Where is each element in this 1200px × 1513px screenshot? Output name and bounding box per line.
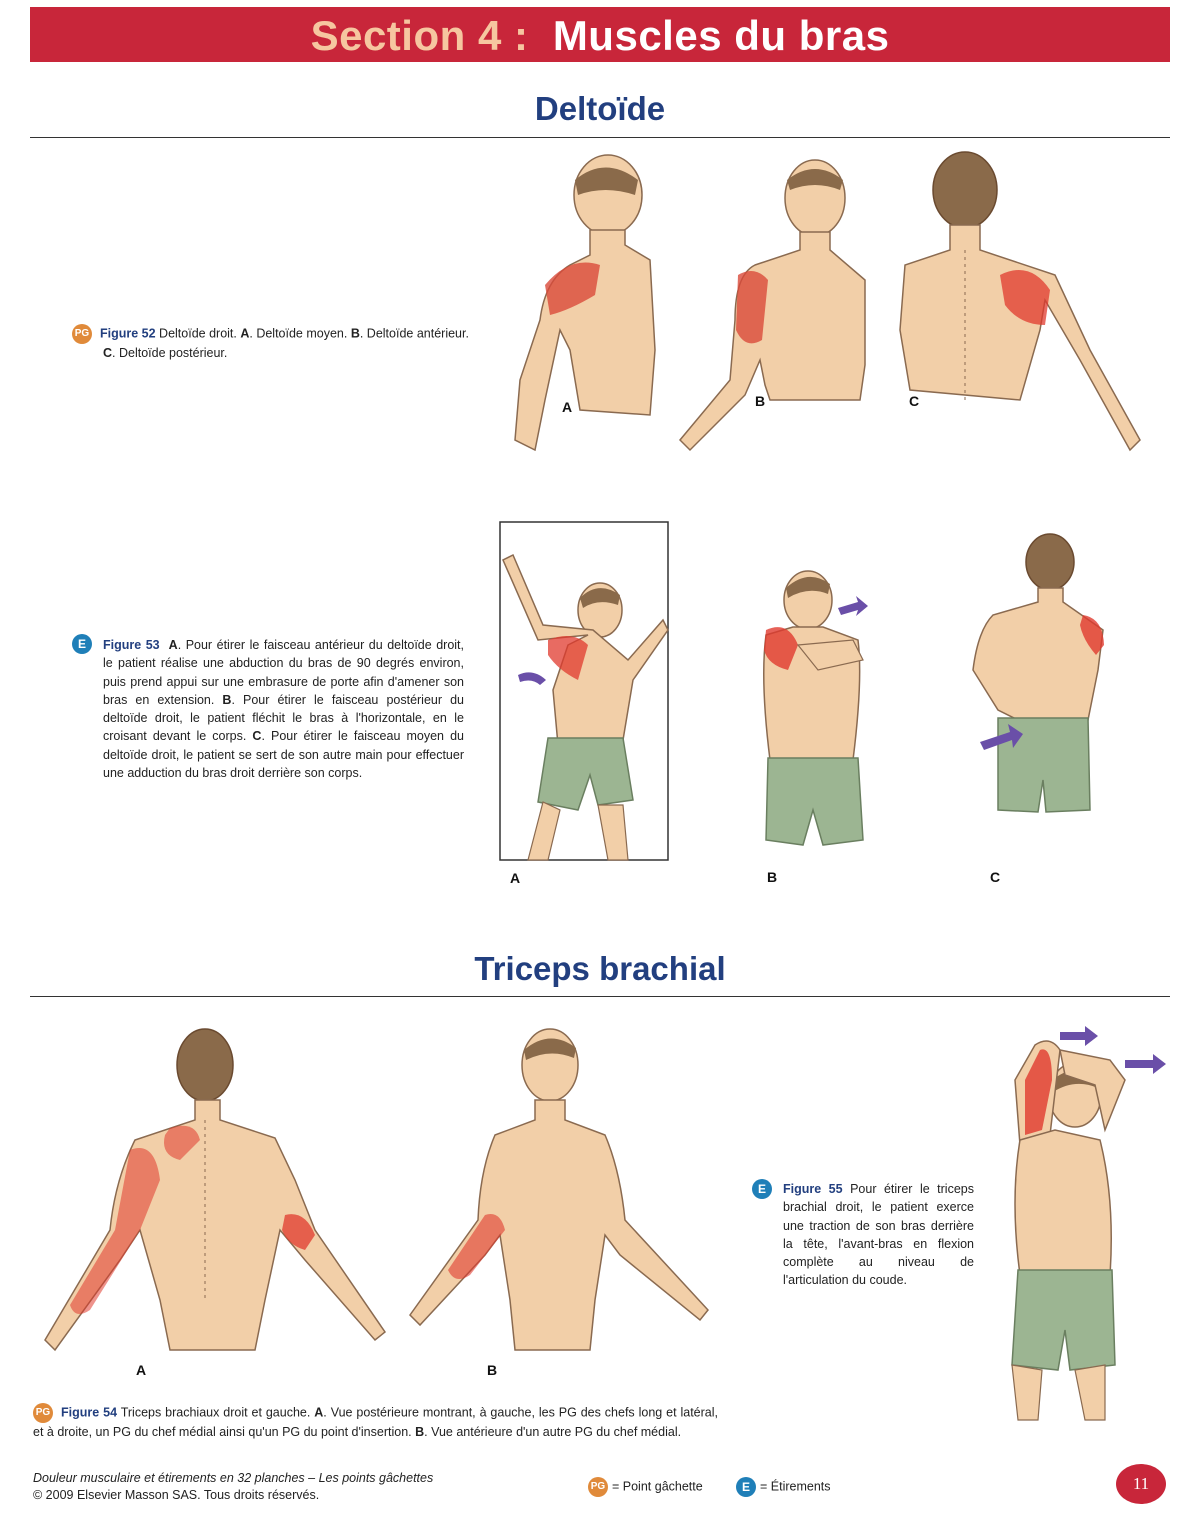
figure-53-label-b: B <box>767 869 778 885</box>
figure-55-label: Figure 55 <box>783 1182 843 1196</box>
page-number: 11 <box>1116 1464 1166 1504</box>
figure-55-caption: E Figure 55 Pour étirer le triceps brach… <box>752 1179 974 1290</box>
figure-53b-body <box>763 570 868 846</box>
deltoid-heading: Deltoïde <box>534 90 666 127</box>
deltoid-rule <box>30 137 1170 138</box>
figure-52b-body <box>678 159 866 452</box>
figure-53-label-c: C <box>990 869 1001 885</box>
legend-e: E= Étirements <box>736 1477 831 1497</box>
figure-52-label-a: A <box>562 399 573 415</box>
figure-53-label: Figure 53 <box>103 638 160 652</box>
figure-54b-body <box>409 1028 709 1351</box>
pg-badge-icon: PG <box>72 324 92 344</box>
figure-52-illustration <box>514 151 1141 452</box>
pg-badge-icon: PG <box>33 1403 53 1423</box>
figure-52-label-b: B <box>755 393 766 409</box>
figure-52-label-c: C <box>909 393 920 409</box>
figure-52-label: Figure 52 <box>100 326 156 341</box>
section-number: Section 4 : <box>310 12 529 59</box>
e-badge-icon: E <box>736 1477 756 1497</box>
triceps-heading: Triceps brachial <box>474 950 726 987</box>
figure-54-label: Figure 54 <box>61 1405 118 1420</box>
e-badge-icon: E <box>72 634 92 654</box>
figure-54-illustration <box>44 1028 709 1352</box>
book-title: Douleur musculaire et étirements en 32 p… <box>33 1471 434 1485</box>
figure-53c-body <box>972 533 1104 813</box>
figure-53a-body <box>499 521 669 861</box>
section-banner: Section 4 : Muscles du bras <box>30 7 1170 62</box>
copyright: © 2009 Elsevier Masson SAS. Tous droits … <box>33 1488 320 1502</box>
figure-53-illustration <box>499 521 1104 861</box>
figure-55-body <box>1011 1026 1166 1421</box>
figure-53-label-a: A <box>510 870 521 886</box>
figure-54-label-a: A <box>136 1362 147 1378</box>
figure-53-caption: E Figure 53 A. Pour étirer le faisceau a… <box>72 634 464 782</box>
figure-54a-body <box>44 1028 387 1352</box>
triceps-rule <box>30 996 1170 997</box>
figure-52a-body <box>514 154 656 452</box>
figure-55-illustration <box>1011 1026 1166 1421</box>
e-badge-icon: E <box>752 1179 772 1199</box>
section-title: Muscles du bras <box>552 12 890 59</box>
figure-54-label-b: B <box>487 1362 498 1378</box>
legend-pg: PG= Point gâchette <box>588 1477 703 1497</box>
figure-52c-body <box>899 151 1141 452</box>
pg-badge-icon: PG <box>588 1477 608 1497</box>
footer-credits: Douleur musculaire et étirements en 32 p… <box>33 1470 553 1504</box>
